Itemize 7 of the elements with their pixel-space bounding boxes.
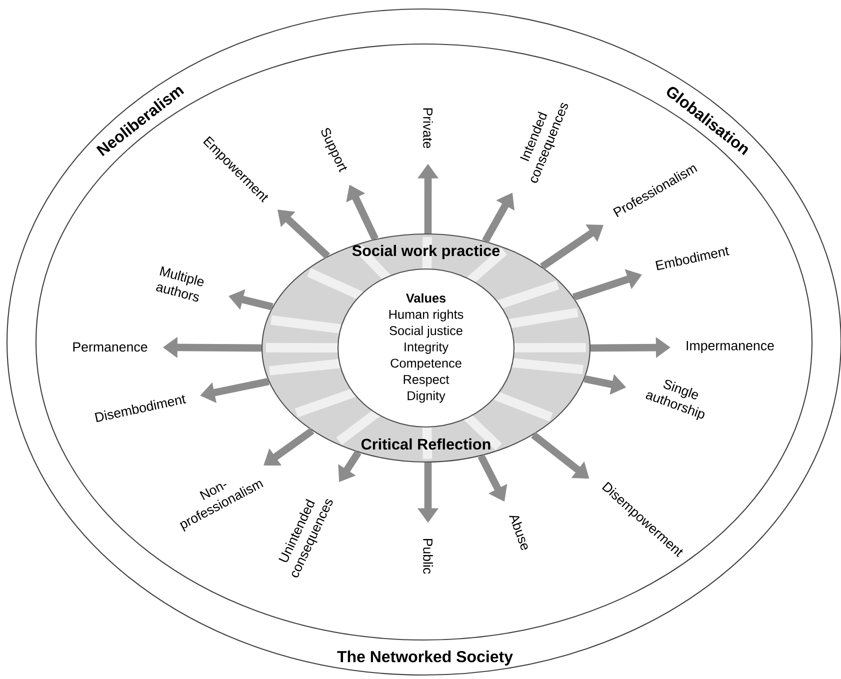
outcome-label: Impermanence	[686, 341, 774, 353]
outcome-label: Permanence	[73, 342, 148, 352]
outcome-label: Multiple authors	[156, 266, 204, 302]
arrow	[278, 210, 330, 259]
outcome-label: Abuse	[509, 516, 528, 550]
outcome-label: Private	[423, 108, 433, 148]
outcome-label: Public	[423, 538, 433, 574]
